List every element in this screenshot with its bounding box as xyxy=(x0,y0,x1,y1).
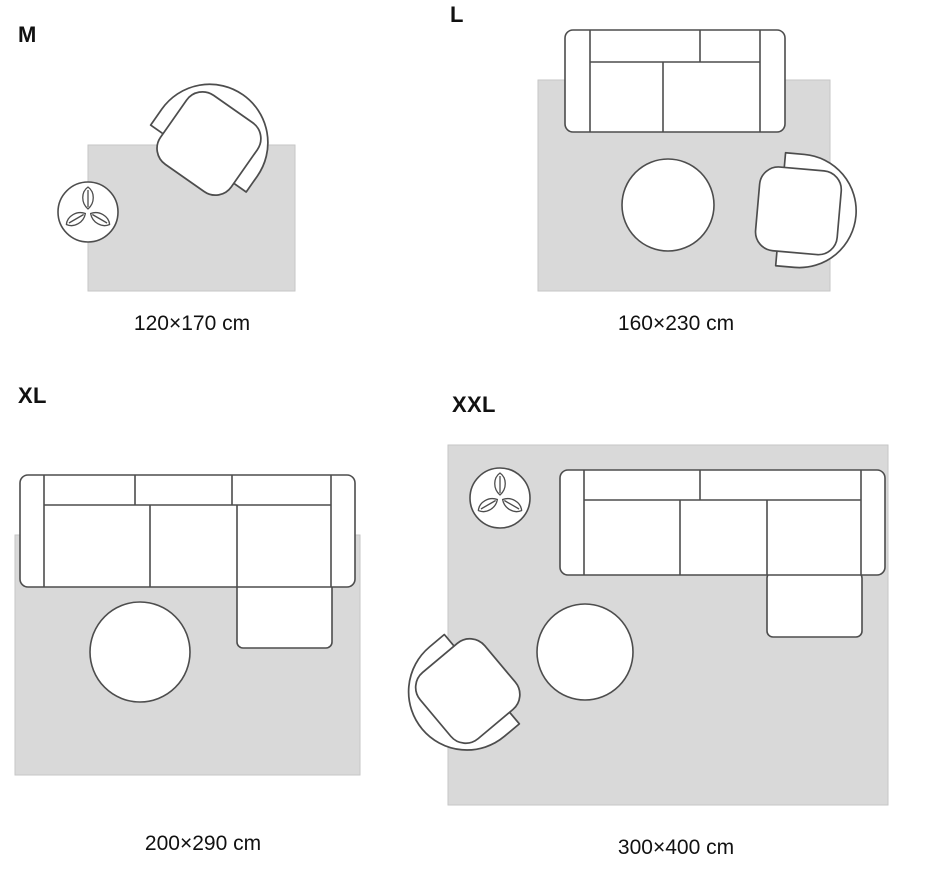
sofa-icon xyxy=(564,29,786,133)
panel-xxl-dimensions: 300×400 cm xyxy=(617,836,735,859)
panel-m-illustration xyxy=(57,60,296,292)
coffee-table-icon xyxy=(536,603,634,701)
panel-l-illustration xyxy=(537,29,862,292)
panel-l-size-label: L xyxy=(450,2,464,27)
panel-xxl-size-label: XXL xyxy=(452,392,496,417)
panel-m-dimensions: 120×170 cm xyxy=(133,312,251,335)
plant-icon xyxy=(57,181,119,243)
coffee-table-icon xyxy=(621,158,715,252)
panel-xxl-illustration xyxy=(383,444,889,806)
panel-m-size-label: M xyxy=(18,22,37,47)
plant-icon xyxy=(469,467,531,529)
coffee-table-icon xyxy=(89,601,191,703)
sectional-sofa-icon xyxy=(19,474,356,649)
panel-xl-size-label: XL xyxy=(18,383,47,408)
sectional-sofa-icon xyxy=(559,469,886,638)
panel-xl-illustration xyxy=(14,474,361,776)
panel-xl-dimensions: 200×290 cm xyxy=(144,832,262,855)
panel-l-dimensions: 160×230 cm xyxy=(617,312,735,335)
